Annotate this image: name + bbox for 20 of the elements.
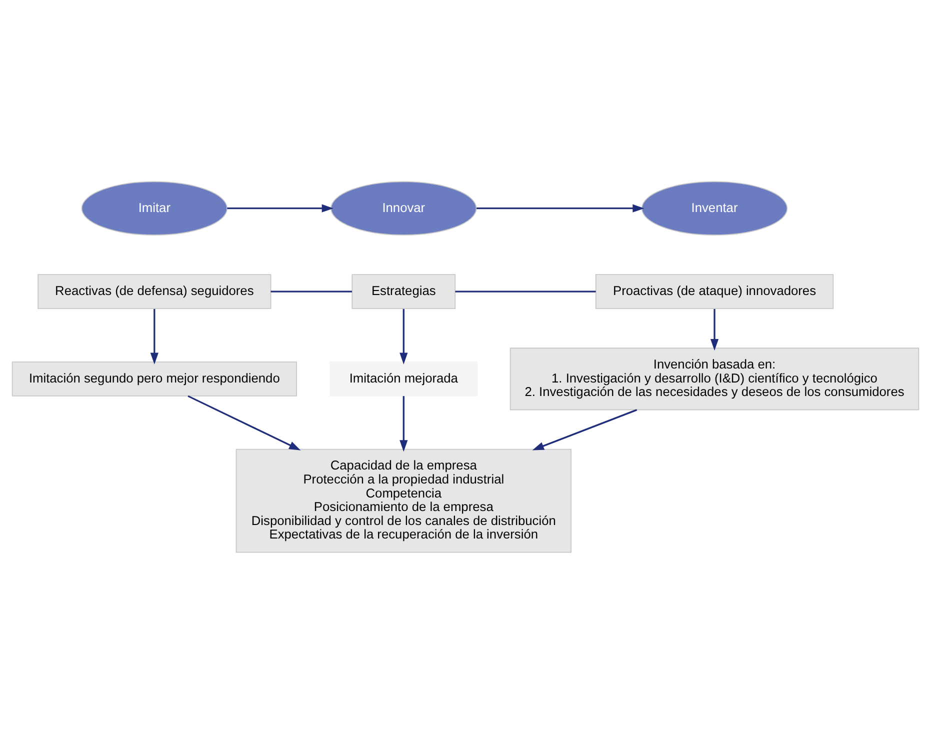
arrow xyxy=(227,204,334,212)
node-box: Proactivas (de ataque) innovadores xyxy=(595,274,834,310)
arrow xyxy=(400,396,408,452)
node-ellipse: Inventar xyxy=(641,181,788,236)
node-box: Capacidad de la empresa Protección a la propiedad industrial Competencia Posicionamiento de la empresa Disponibilidad y control de los canales de distribución Expectativas de la recuperación de la inversión xyxy=(236,448,572,553)
node-box: Estrategias xyxy=(352,274,456,310)
arrow xyxy=(188,395,301,450)
arrow xyxy=(400,309,408,364)
node-box: Invención basada en: 1. Investigación y desarrollo (I&D) científico y tecnológico 2. Investigación de las necesidades y deseos de los consumidores xyxy=(510,348,920,410)
node-ellipse: Imitar xyxy=(81,181,228,236)
connector xyxy=(270,290,352,292)
node-box: Reactivas (de defensa) seguidores xyxy=(38,274,272,310)
arrow xyxy=(532,409,638,450)
node-box: Imitación segundo pero mejor respondiendo xyxy=(12,361,297,396)
node-ellipse: Innovar xyxy=(330,181,477,236)
connector xyxy=(455,290,596,292)
arrow xyxy=(476,204,644,212)
arrow xyxy=(150,309,158,364)
node-box: Imitación mejorada xyxy=(330,361,478,396)
arrow xyxy=(710,309,719,351)
